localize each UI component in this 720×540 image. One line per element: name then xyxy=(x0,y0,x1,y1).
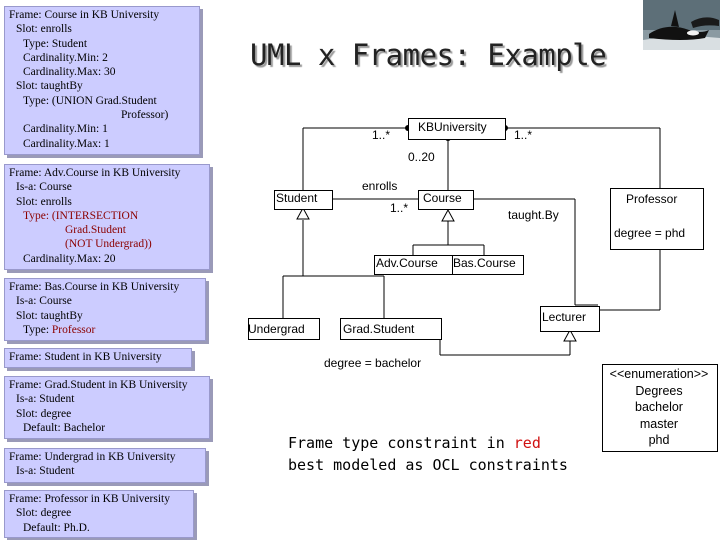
gen-triangle-lecturer xyxy=(563,328,577,342)
frame-line: Cardinality.Max: 20 xyxy=(23,252,116,265)
enumeration-literal: master xyxy=(639,416,679,431)
professor-attribute: degree = phd xyxy=(614,226,686,240)
enumeration-stereotype: <<enumeration>> xyxy=(609,367,709,381)
note-line1-red: red xyxy=(513,434,541,452)
class-course: Course xyxy=(423,191,462,205)
frame-line: Cardinality.Min: 1 xyxy=(23,123,108,136)
frame-line: Is-a: Student xyxy=(16,465,75,478)
frame-line: Cardinality.Max: 30 xyxy=(23,66,116,79)
constraint-note: Frame type constraint in red best modele… xyxy=(288,432,568,476)
multiplicity-kb-right: 1..* xyxy=(514,128,533,142)
class-professor-box xyxy=(610,188,704,250)
enumeration-literal: phd xyxy=(648,433,670,447)
class-lecturer: Lecturer xyxy=(542,310,587,324)
frame-line: Slot: taughtBy xyxy=(16,309,83,322)
class-student: Student xyxy=(276,191,318,205)
frame-line: Is-a: Student xyxy=(16,393,75,406)
class-lecturer-box xyxy=(540,306,600,332)
frame-line: Slot: degree xyxy=(16,407,72,420)
enumeration-degrees: <<enumeration>> Degrees bachelor master … xyxy=(600,366,718,449)
enumeration-box xyxy=(602,364,718,452)
frame-line: Frame: Professor in KB University xyxy=(9,493,170,505)
frame-line: Is-a: Course xyxy=(16,295,72,308)
class-undergrad-box xyxy=(248,318,320,340)
gen-triangle-student xyxy=(296,206,310,220)
frame-line: Slot: enrolls xyxy=(16,23,72,36)
class-gradstudent: Grad.Student xyxy=(343,322,415,336)
frame-line: Cardinality.Min: 2 xyxy=(23,51,108,64)
frame-line: Slot: taughtBy xyxy=(16,80,83,93)
frame-student: Frame: Student in KB University xyxy=(4,348,192,368)
frame-line: Professor) xyxy=(121,109,169,122)
frame-line: Frame: Course in KB University xyxy=(9,9,160,21)
class-advcourse: Adv.Course xyxy=(376,256,438,270)
orca-photo xyxy=(643,0,720,50)
class-bascourse-box xyxy=(452,255,524,275)
frame-line: Grad.Student xyxy=(65,224,127,237)
enumeration-name: Degrees xyxy=(635,383,683,398)
frame-line: Frame: Bas.Course in KB University xyxy=(9,281,180,293)
assoc-enrolls-multiplicity: 1..* xyxy=(390,201,409,215)
frame-line: Default: Ph.D. xyxy=(23,521,90,534)
class-student-box xyxy=(274,190,333,210)
frame-line: Frame: Adv.Course in KB University xyxy=(9,167,181,179)
note-line2: best modeled as OCL constraints xyxy=(288,456,568,474)
assoc-taughtby-label: taught.By xyxy=(508,208,559,222)
class-undergrad: Undergrad xyxy=(248,322,305,336)
frame-line: Type: (INTERSECTION xyxy=(23,209,139,222)
multiplicity-kb-course: 0..20 xyxy=(408,150,435,164)
class-gradstudent-box xyxy=(340,318,442,340)
gradstudent-attribute: degree = bachelor xyxy=(324,356,422,370)
frame-line: (NOT Undergrad)) xyxy=(65,238,152,251)
frame-line: Frame: Grad.Student in KB University xyxy=(9,379,188,391)
frame-line: Frame: Student in KB University xyxy=(9,351,162,363)
class-kbuniversity-box xyxy=(408,118,506,140)
class-bascourse: Bas.Course xyxy=(453,256,516,270)
multiplicity-kb-left: 1..* xyxy=(372,128,391,142)
frame-line: Slot: degree xyxy=(16,507,72,520)
frame-line: Slot: enrolls xyxy=(16,195,72,208)
assoc-enrolls-label: enrolls xyxy=(362,179,398,193)
gen-triangle-course xyxy=(441,208,455,222)
slide-title: UML x Frames: Example xyxy=(250,38,607,72)
class-professor: Professor xyxy=(626,192,678,206)
frame-line: Type: Professor xyxy=(23,323,96,336)
frame-line: Cardinality.Max: 1 xyxy=(23,137,110,150)
frame-line: Default: Bachelor xyxy=(23,421,106,434)
frame-line: Is-a: Course xyxy=(16,181,72,194)
frame-line: Frame: Undergrad in KB University xyxy=(9,451,176,463)
class-course-box xyxy=(418,190,474,210)
frame-line: Type: Student xyxy=(23,37,88,50)
enumeration-literal: bachelor xyxy=(635,400,683,414)
note-line1-pre: Frame type constraint in xyxy=(288,434,514,452)
frame-line: Type: (UNION Grad.Student xyxy=(23,94,157,107)
class-kbuniversity: KBUniversity xyxy=(418,120,487,134)
